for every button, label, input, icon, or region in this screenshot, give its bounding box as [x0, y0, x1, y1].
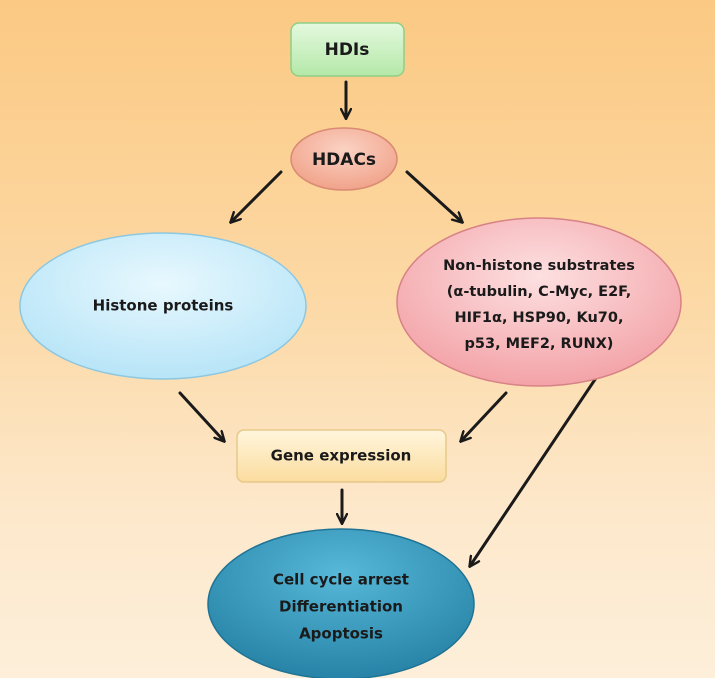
- node-hdacs-shape: [290, 127, 398, 191]
- node-gene-expression-label: Gene expression: [271, 447, 412, 465]
- node-hdis-label: HDIs: [325, 40, 370, 60]
- node-hdacs: HDACs: [290, 127, 398, 191]
- node-non-histone-label-line-1: Non-histone substrates: [443, 258, 635, 274]
- edge-nonhistone-to-outcome: [470, 376, 598, 566]
- node-outcome: Cell cycle arrest Differentiation Apopto…: [207, 528, 475, 678]
- node-histone-proteins-shape: [19, 232, 307, 380]
- edge-hdacs-to-histone: [231, 170, 283, 222]
- edges: [178, 80, 598, 566]
- node-hdacs-label: HDACs: [312, 150, 376, 170]
- node-hdis-shape: [290, 22, 405, 77]
- node-outcome-label-line-3: Apoptosis: [299, 625, 383, 643]
- edge-nonhistone-to-gene: [461, 391, 508, 441]
- node-outcome-label-line-2: Differentiation: [279, 598, 403, 616]
- node-hdis: HDIs: [290, 22, 405, 77]
- node-outcome-shape: [207, 528, 475, 678]
- edge-histone-to-gene: [178, 391, 224, 441]
- node-gene-expression-shape: [236, 429, 447, 483]
- node-outcome-label-line-1: Cell cycle arrest: [273, 571, 409, 589]
- node-non-histone-label-line-3: HIF1α, HSP90, Ku70,: [455, 310, 624, 326]
- node-non-histone-substrates: Non-histone substrates (α-tubulin, C-Myc…: [396, 217, 682, 387]
- edge-hdacs-to-nonhistone: [405, 170, 462, 222]
- node-non-histone-substrates-shape: [396, 217, 682, 387]
- node-histone-proteins: Histone proteins: [19, 232, 307, 380]
- node-histone-proteins-label: Histone proteins: [93, 297, 234, 315]
- node-non-histone-label-line-2: (α-tubulin, C-Myc, E2F,: [447, 284, 632, 300]
- node-non-histone-label-line-4: p53, MEF2, RUNX): [465, 336, 614, 352]
- node-gene-expression: Gene expression: [236, 429, 447, 483]
